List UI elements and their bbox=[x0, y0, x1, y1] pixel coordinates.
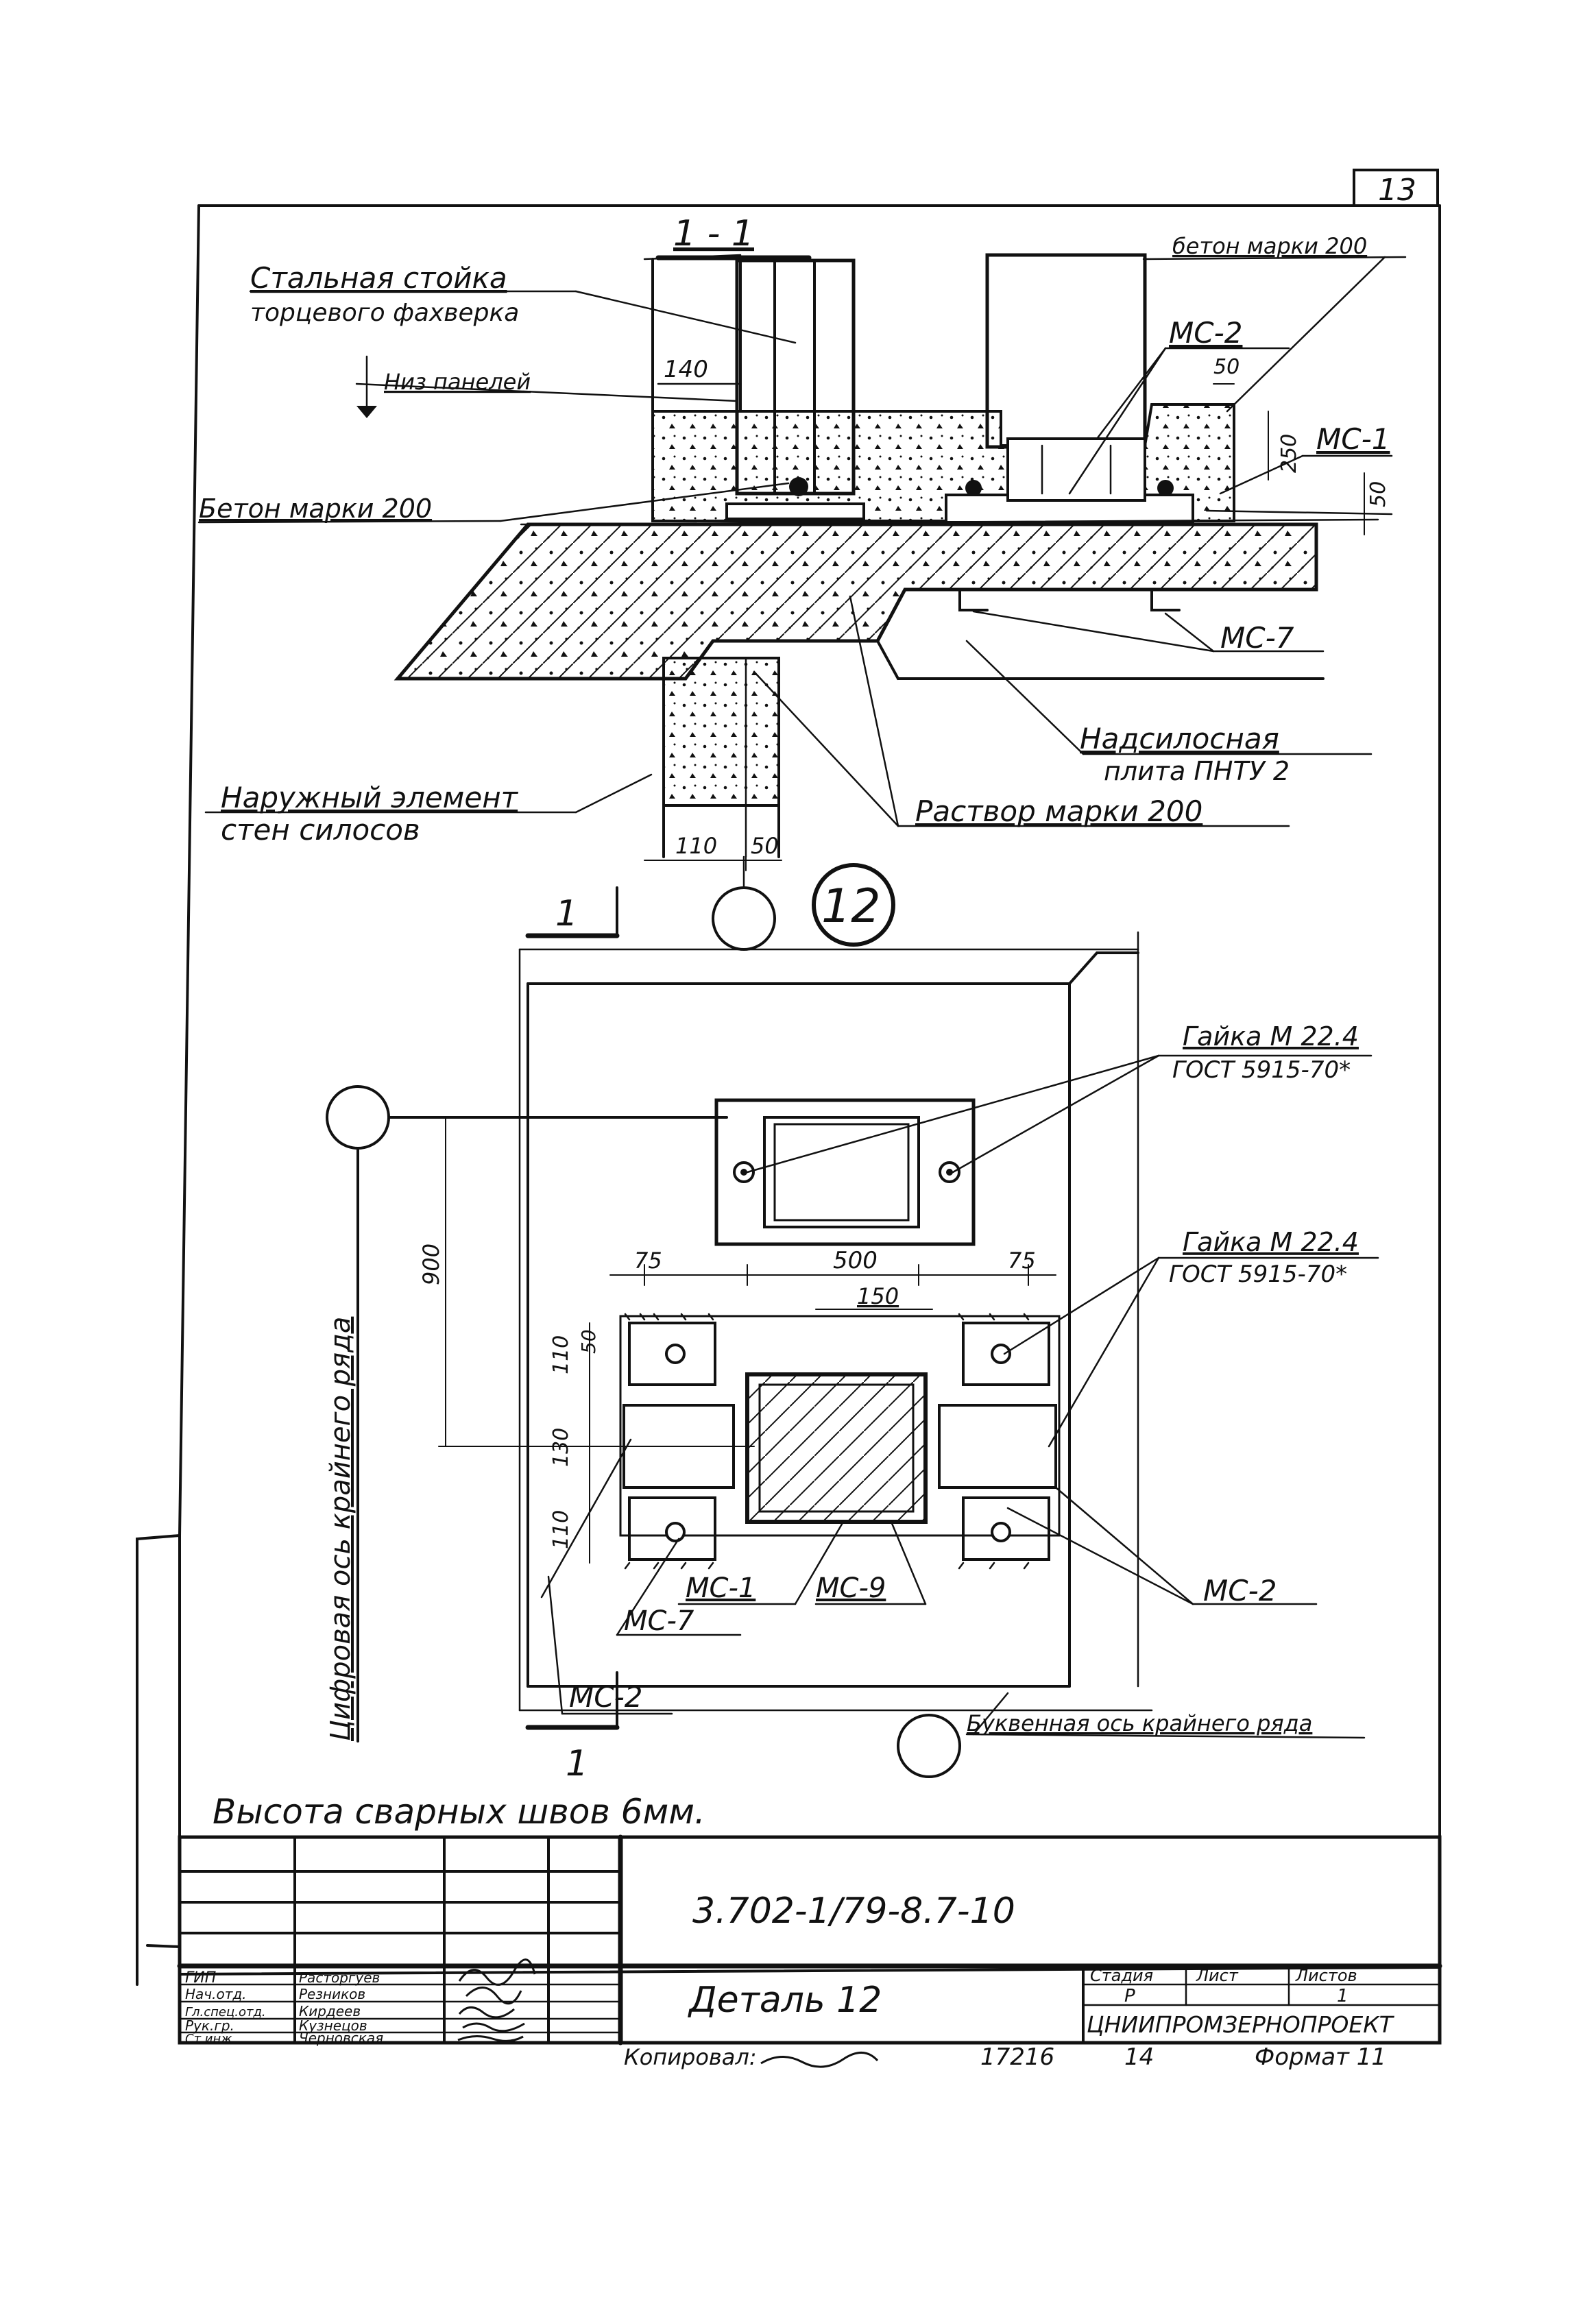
weld-height-note: Высота сварных швов 6мм. bbox=[213, 1792, 705, 1832]
label-ms2-section: МС-2 bbox=[1169, 316, 1242, 350]
label-nut-top: Гайка М 22.4 bbox=[1183, 1021, 1359, 1052]
role-gip: ГИП bbox=[185, 1969, 216, 1987]
label-nut-mid: Гайка М 22.4 bbox=[1183, 1227, 1359, 1257]
label-ms2-right: МС-2 bbox=[1203, 1574, 1277, 1607]
label-nut-top-standard: ГОСТ 5915-70* bbox=[1172, 1056, 1351, 1084]
dim-50-right: 50 bbox=[1366, 481, 1390, 507]
dim-250: 250 bbox=[1277, 434, 1301, 473]
label-steel-post: Стальная стойка bbox=[250, 261, 507, 295]
label-ms7-section: МС-7 bbox=[1220, 621, 1294, 655]
plate-ms1-bl bbox=[628, 1496, 716, 1561]
label-panel-bottom: Низ панелей bbox=[384, 369, 531, 395]
dim-110-top: 110 bbox=[549, 1335, 573, 1374]
sheet-number-box bbox=[1353, 169, 1439, 207]
name-senior-eng: Черновская bbox=[299, 2030, 383, 2046]
section-mark-top: 1 bbox=[555, 893, 578, 934]
dim-110-section: 110 bbox=[675, 833, 717, 859]
name-chief-spec: Кирдеев bbox=[299, 2003, 361, 2019]
title-block bbox=[177, 1834, 1442, 2045]
column-plan bbox=[714, 1098, 976, 1246]
dim-900: 900 bbox=[418, 1243, 444, 1285]
plate-ms9-center bbox=[745, 1372, 928, 1524]
sheets-header: Листов bbox=[1295, 1966, 1357, 1985]
right-column bbox=[985, 253, 1147, 449]
label-concrete-left: Бетон марки 200 bbox=[199, 494, 432, 524]
outer-wall-element bbox=[662, 657, 780, 807]
label-axis-vertical: Цифровая ось крайнего ряда bbox=[325, 1317, 356, 1741]
sheet-number: 13 bbox=[1378, 173, 1416, 208]
role-head-dept: Нач.отд. bbox=[185, 1986, 247, 2002]
detail-marker: 12 bbox=[821, 879, 881, 934]
plate-ms1-tr bbox=[962, 1322, 1050, 1386]
detail-marker-circle bbox=[812, 863, 895, 947]
footer-copier-signature bbox=[760, 2052, 879, 2068]
plate-ms2-right bbox=[938, 1404, 1057, 1489]
section-title: 1 - 1 bbox=[673, 213, 754, 254]
sheet-header: Лист bbox=[1196, 1966, 1239, 1985]
label-slab: Надсилосная bbox=[1080, 722, 1279, 755]
detail-12-plan bbox=[326, 855, 1379, 1778]
dim-140: 140 bbox=[664, 356, 708, 383]
label-ms1-section: МС-1 bbox=[1316, 422, 1390, 456]
document-code: 3.702-1/79-8.7-10 bbox=[692, 1891, 1015, 1932]
sheet-frame bbox=[136, 169, 1441, 1986]
label-mortar: Раствор марки 200 bbox=[915, 794, 1202, 828]
stage-header: Стадия bbox=[1090, 1966, 1153, 1985]
role-group-lead: Рук.гр. bbox=[185, 2017, 234, 2034]
label-axis-horizontal: Буквенная ось крайнего ряда bbox=[967, 1710, 1312, 1736]
label-slab-type: плита ПНТУ 2 bbox=[1104, 756, 1290, 786]
label-ms2-left: МС-2 bbox=[569, 1680, 642, 1714]
axis-bubble-top bbox=[712, 886, 776, 951]
name-group-lead: Кузнецов bbox=[299, 2017, 367, 2034]
axis-bubble-bottom bbox=[897, 1714, 961, 1778]
section-1-1: 1 - 1 bbox=[197, 213, 1407, 871]
section-mark-bottom: 1 bbox=[566, 1743, 588, 1784]
plate-ms1-tl bbox=[628, 1322, 716, 1386]
label-ms7-plan: МС-7 bbox=[624, 1605, 694, 1637]
organization: ЦНИИПРОМЗЕРНОПРОЕКТ bbox=[1087, 2011, 1395, 2038]
axis-bubble-left bbox=[326, 1085, 390, 1150]
label-end-framing: торцевого фахверка bbox=[250, 299, 519, 327]
label-outer-element: Наружный элемент bbox=[221, 781, 519, 814]
stage-value: Р bbox=[1124, 1986, 1135, 2006]
dim-130: 130 bbox=[549, 1428, 573, 1467]
dim-50-top: 50 bbox=[1213, 355, 1240, 379]
footer-format: Формат 11 bbox=[1255, 2043, 1386, 2071]
label-ms9-plan: МС-9 bbox=[816, 1573, 886, 1604]
drawing-title: Деталь 12 bbox=[688, 1980, 882, 2021]
name-head-dept: Резников bbox=[299, 1986, 365, 2002]
dim-500: 500 bbox=[833, 1247, 878, 1274]
footer-number: 17216 bbox=[980, 2043, 1054, 2071]
role-senior-eng: Ст.инж. bbox=[185, 2032, 236, 2046]
label-ms1-plan: МС-1 bbox=[686, 1573, 755, 1604]
footer-copied: Копировал: bbox=[624, 2044, 757, 2070]
label-silo-walls: стен силосов bbox=[221, 813, 420, 847]
dim-50-plan: 50 bbox=[577, 1329, 600, 1354]
signatures bbox=[457, 1958, 536, 2042]
role-chief-spec: Гл.спец.отд. bbox=[185, 2005, 266, 2019]
dim-50-section: 50 bbox=[751, 833, 779, 859]
sheet-value: 1 bbox=[1337, 1986, 1349, 2006]
dim-75-left: 75 bbox=[634, 1248, 662, 1274]
label-concrete-top: бетон марки 200 bbox=[1172, 233, 1367, 259]
dim-75-right: 75 bbox=[1008, 1248, 1036, 1274]
footer-sheet: 14 bbox=[1124, 2043, 1154, 2071]
slab-pntu2 bbox=[394, 522, 1318, 681]
name-gip: Расторгуев bbox=[299, 1969, 380, 1986]
label-nut-mid-standard: ГОСТ 5915-70* bbox=[1169, 1261, 1347, 1288]
dim-150: 150 bbox=[857, 1283, 899, 1309]
dim-110-bottom: 110 bbox=[549, 1510, 573, 1549]
